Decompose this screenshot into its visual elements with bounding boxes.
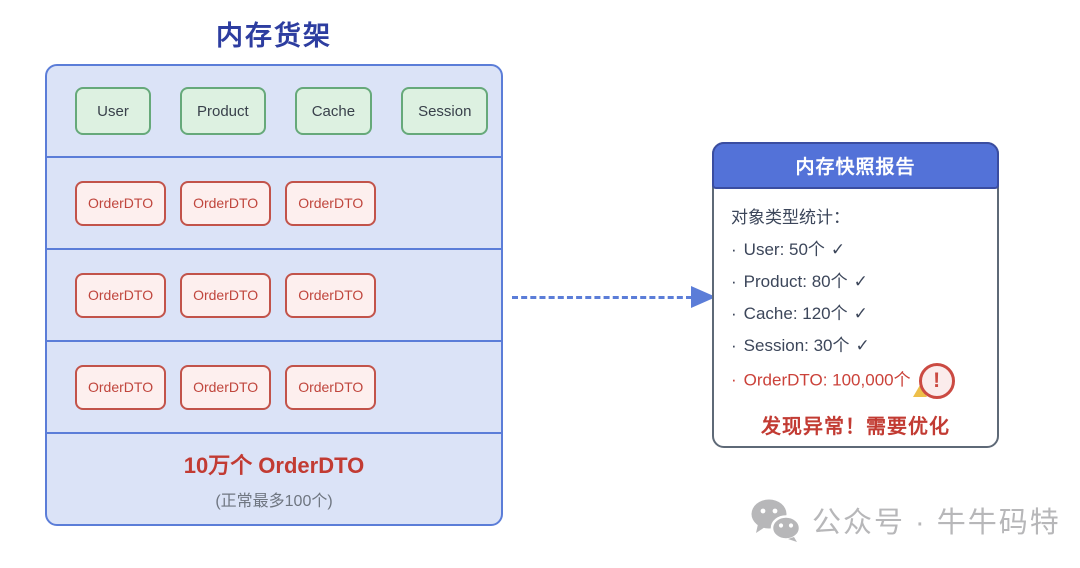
stat-text: OrderDTO: 100,000个: [743, 370, 911, 390]
stats-title: 对象类型统计：: [731, 208, 850, 227]
shelf-row-orderdto-1: OrderDTO OrderDTO OrderDTO: [47, 156, 501, 248]
check-icon: ✓: [830, 240, 846, 259]
bullet: ·: [731, 370, 737, 390]
stat-line-orderdto: · OrderDTO: 100,000个!: [731, 362, 997, 400]
stat-line-cache: · Cache: 120个 ✓: [731, 298, 997, 330]
bullet: ·: [731, 240, 737, 259]
orderdto-count-headline: 10万个 OrderDTO: [183, 452, 365, 478]
watermark-text: 公众号 · 牛牛码特: [812, 507, 1061, 539]
orderdto-box: OrderDTO: [75, 180, 167, 226]
stat-text: User: 50个: [743, 240, 825, 259]
orderdto-box: OrderDTO: [75, 364, 167, 410]
memory-shelf: User Product Cache Session OrderDTO Orde…: [45, 64, 503, 526]
memory-snapshot-report-panel: 内存快照报告 对象类型统计： · User: 50个 ✓ · Product: 80个…: [712, 142, 999, 448]
report-header: 内存快照报告: [712, 142, 999, 189]
shelf-row-normal-objects: User Product Cache Session: [47, 66, 501, 156]
watermark: 公众号 · 牛牛码特: [750, 498, 1061, 542]
orderdto-normal-note: (正常最多100个): [215, 492, 333, 510]
object-box-session: Session: [401, 87, 489, 135]
orderdto-box: OrderDTO: [285, 272, 377, 318]
object-box-cache: Cache: [294, 87, 373, 135]
alert-exclamation-icon: !: [918, 363, 955, 399]
warning-badge: !: [912, 362, 955, 400]
orderdto-box: OrderDTO: [285, 364, 377, 410]
object-box-product: Product: [180, 87, 266, 135]
report-body: 对象类型统计： · User: 50个 ✓ · Product: 80个 ✓ · Cach…: [714, 189, 997, 439]
stat-line-product: · Product: 80个 ✓: [731, 266, 997, 298]
object-box-user: User: [75, 87, 151, 135]
conclusion-text: 发现异常！需要优化: [761, 416, 950, 438]
check-icon: ✓: [855, 336, 870, 355]
orderdto-box: OrderDTO: [75, 272, 167, 318]
shelf-row-orderdto-3: OrderDTO OrderDTO OrderDTO: [47, 340, 501, 432]
stat-text: Cache: 120个: [743, 304, 848, 323]
bullet: ·: [731, 336, 737, 355]
orderdto-box: OrderDTO: [180, 364, 272, 410]
arrow-head-icon: [691, 286, 716, 308]
stat-text: Session: 30个: [743, 336, 850, 355]
dashed-arrow-line: [512, 296, 692, 299]
orderdto-box: OrderDTO: [180, 272, 272, 318]
stat-line-session: · Session: 30个 ✓: [731, 330, 997, 362]
shelf-title: 内存货架: [216, 21, 332, 51]
stat-text: Product: 80个: [743, 272, 848, 291]
shelf-row-orderdto-2: OrderDTO OrderDTO OrderDTO: [47, 248, 501, 340]
check-icon: ✓: [853, 304, 868, 323]
orderdto-box: OrderDTO: [285, 180, 377, 226]
stat-line-user: · User: 50个 ✓: [731, 234, 997, 266]
check-icon: ✓: [853, 272, 868, 291]
orderdto-box: OrderDTO: [180, 180, 272, 226]
bullet: ·: [731, 272, 737, 291]
bullet: ·: [731, 304, 737, 323]
shelf-summary-section: 10万个 OrderDTO (正常最多100个): [47, 432, 501, 524]
wechat-icon: [751, 499, 802, 542]
